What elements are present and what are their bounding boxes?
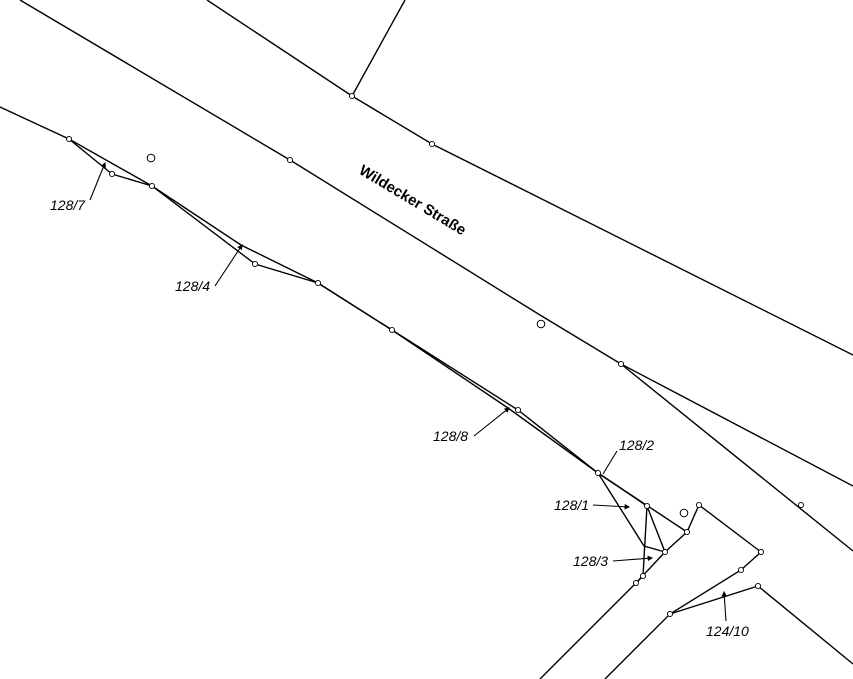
side-street-west-edge xyxy=(539,531,688,679)
parcel-label-128-4: 128/4 xyxy=(175,278,210,294)
parcel-label-128-7: 128/7 xyxy=(50,197,86,213)
boundary-point xyxy=(348,92,356,100)
boundary-point xyxy=(683,528,691,536)
boundary-point xyxy=(695,501,703,509)
street-boundaries xyxy=(0,0,853,552)
boundary-point xyxy=(286,156,294,164)
street-south-edge xyxy=(19,0,853,487)
upper-parcel-boundary xyxy=(0,106,688,533)
leader-128-3 xyxy=(612,555,654,562)
leader-128-4 xyxy=(214,244,243,287)
parcel-128-3-boundary xyxy=(635,505,648,584)
boundary-point xyxy=(632,579,640,587)
boundary-points xyxy=(65,92,805,618)
parcel-label-128-2: 128/2 xyxy=(619,437,654,453)
boundary-point xyxy=(639,572,647,580)
leader-128-2 xyxy=(602,450,618,475)
parcel-labels: 128/7 128/4 128/8 128/2 128/1 128/3 124/… xyxy=(50,197,749,639)
parcel-label-128-3: 128/3 xyxy=(573,553,608,569)
boundary-point xyxy=(65,135,73,143)
north-parcel-boundary xyxy=(351,0,406,97)
boundary-point xyxy=(757,548,765,556)
boundary-point xyxy=(643,502,651,510)
parcel-128-1-boundary xyxy=(597,472,666,553)
parcel-label-128-1: 128/1 xyxy=(554,497,589,513)
label-leaders xyxy=(89,161,728,622)
boundary-point xyxy=(737,566,745,574)
survey-marker xyxy=(146,153,156,163)
leader-128-8 xyxy=(473,407,510,437)
parcel-label-128-8: 128/8 xyxy=(433,428,468,444)
leader-124-10 xyxy=(721,590,728,622)
boundary-point xyxy=(754,582,762,590)
street-north-edge xyxy=(206,0,853,356)
boundary-point xyxy=(514,406,522,414)
leader-128-1 xyxy=(592,504,631,510)
boundary-point xyxy=(388,326,396,334)
boundary-point xyxy=(594,469,602,477)
side-street-edge-east xyxy=(620,363,853,552)
survey-marker xyxy=(679,508,689,518)
boundary-point xyxy=(797,501,805,509)
boundary-point xyxy=(108,170,116,178)
parcel-128-4-boundary xyxy=(151,185,393,331)
boundary-point xyxy=(617,360,625,368)
survey-marker xyxy=(536,319,546,329)
parcel-label-124-10: 124/10 xyxy=(706,623,749,639)
parcel-128-8-boundary xyxy=(391,329,599,474)
parcel-124-10-top xyxy=(686,504,700,533)
street-name-label: Wildecker Straße xyxy=(356,162,469,239)
boundary-point xyxy=(314,279,322,287)
boundary-point xyxy=(428,140,436,148)
boundary-point xyxy=(251,260,259,268)
parcel-128-2-boundary xyxy=(597,472,666,553)
boundary-point xyxy=(666,610,674,618)
boundary-point xyxy=(148,182,156,190)
boundary-point xyxy=(661,548,669,556)
leader-128-7 xyxy=(89,161,106,201)
